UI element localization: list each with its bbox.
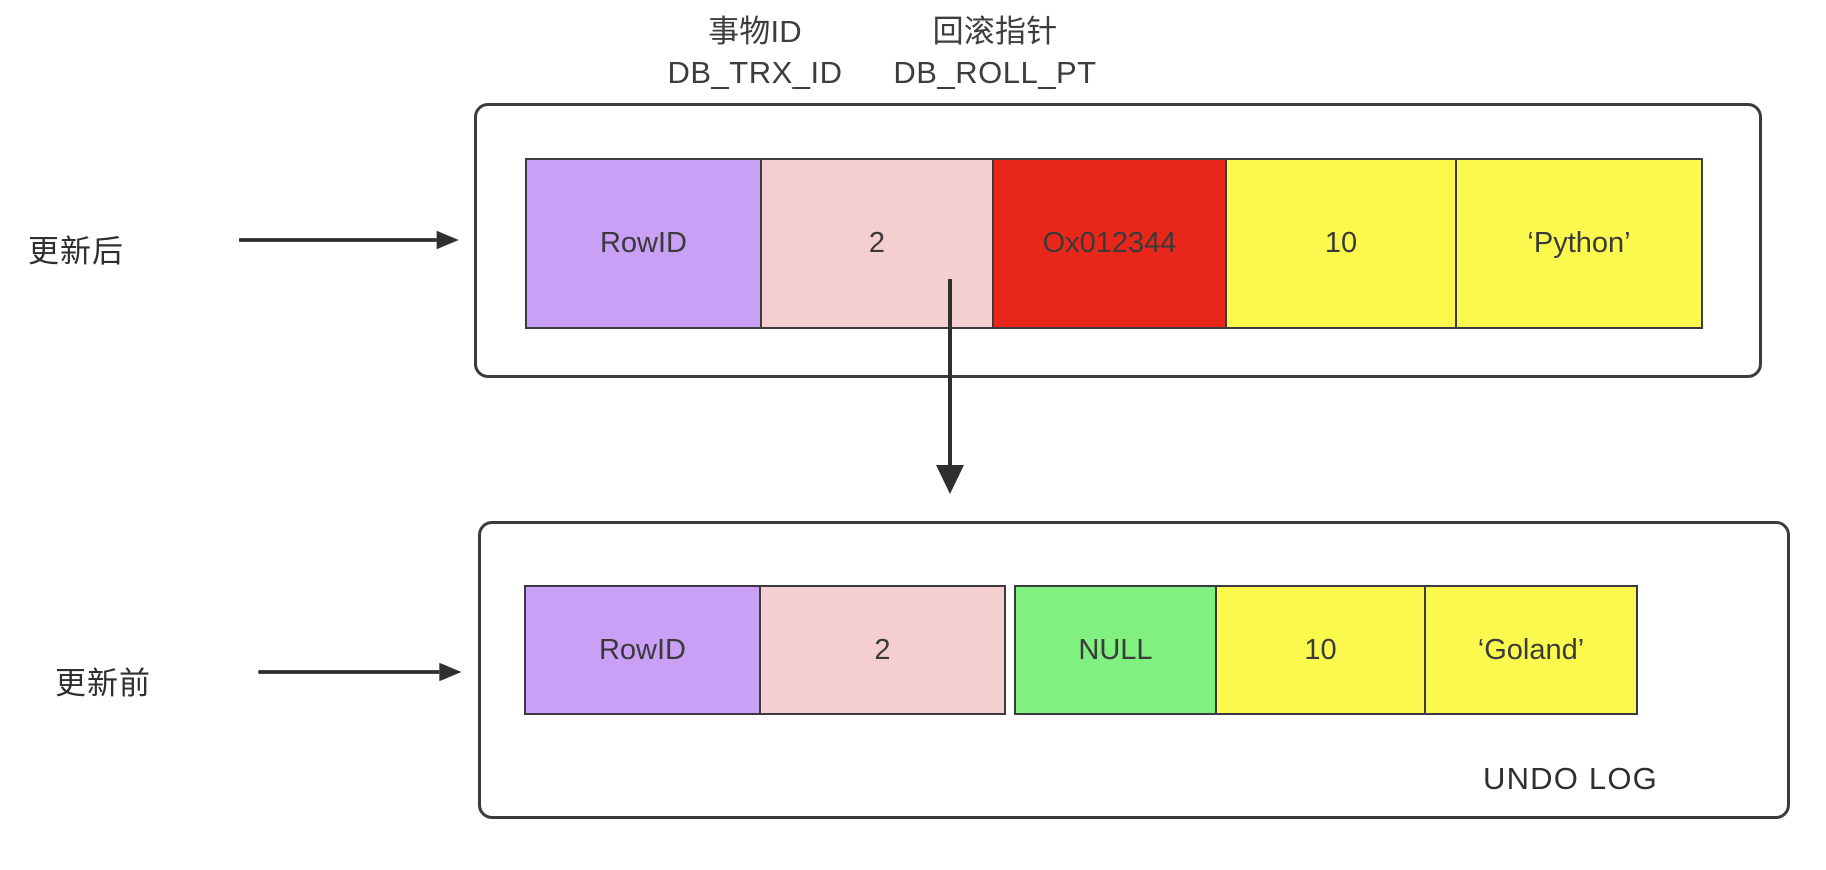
record-cell-db-trx-id-text: 2 <box>868 227 886 259</box>
undo-cell-db-trx-id-text: 2 <box>874 633 891 666</box>
record-cell-rowid[interactable]: RowID <box>525 158 762 329</box>
column-label-db-trx-id-cn: 事物ID <box>708 14 802 49</box>
column-label-db-roll-pt: 回滚指针 DB_ROLL_PT <box>870 12 1120 94</box>
undo-cell-name-text: ‘Goland’ <box>1477 633 1585 666</box>
record-cell-db-trx-id[interactable]: 2 <box>760 158 994 329</box>
arrow-before-update-icon <box>258 662 462 682</box>
column-label-db-trx-id-en: DB_TRX_ID <box>667 54 843 90</box>
undo-cell-db-roll-pt-text: NULL <box>1078 633 1153 666</box>
record-cell-rowid-text: RowID <box>599 227 687 259</box>
undo-cell-db-roll-pt[interactable]: NULL <box>1014 585 1217 715</box>
undo-cell-name[interactable]: ‘Goland’ <box>1424 585 1638 715</box>
record-cell-db-roll-pt[interactable]: Ox012344 <box>992 158 1227 329</box>
arrow-after-update-icon <box>239 230 459 250</box>
column-label-db-trx-id: 事物ID DB_TRX_ID <box>640 12 870 94</box>
record-cell-name[interactable]: ‘Python’ <box>1455 158 1703 329</box>
record-cell-name-text: ‘Python’ <box>1527 227 1631 259</box>
undo-cell-rowid[interactable]: RowID <box>524 585 761 715</box>
before-update-record: RowID 2 NULL 10 ‘Goland’ <box>524 585 1638 715</box>
side-label-before-update: 更新前 <box>55 666 151 701</box>
record-cell-db-roll-pt-text: Ox012344 <box>1042 227 1177 259</box>
undo-log-caption: UNDO LOG <box>1483 761 1658 796</box>
side-label-after-update: 更新后 <box>28 234 124 269</box>
column-label-db-roll-pt-en: DB_ROLL_PT <box>893 54 1097 90</box>
undo-cell-db-trx-id[interactable]: 2 <box>759 585 1006 715</box>
after-update-record: RowID 2 Ox012344 10 ‘Python’ <box>525 158 1703 329</box>
undo-cell-age[interactable]: 10 <box>1215 585 1426 715</box>
column-label-db-roll-pt-cn: 回滚指针 <box>932 14 1058 49</box>
undo-cell-age-text: 10 <box>1304 633 1337 666</box>
undo-cell-rowid-text: RowID <box>598 633 686 666</box>
record-cell-age[interactable]: 10 <box>1225 158 1457 329</box>
record-cell-age-text: 10 <box>1324 227 1358 259</box>
